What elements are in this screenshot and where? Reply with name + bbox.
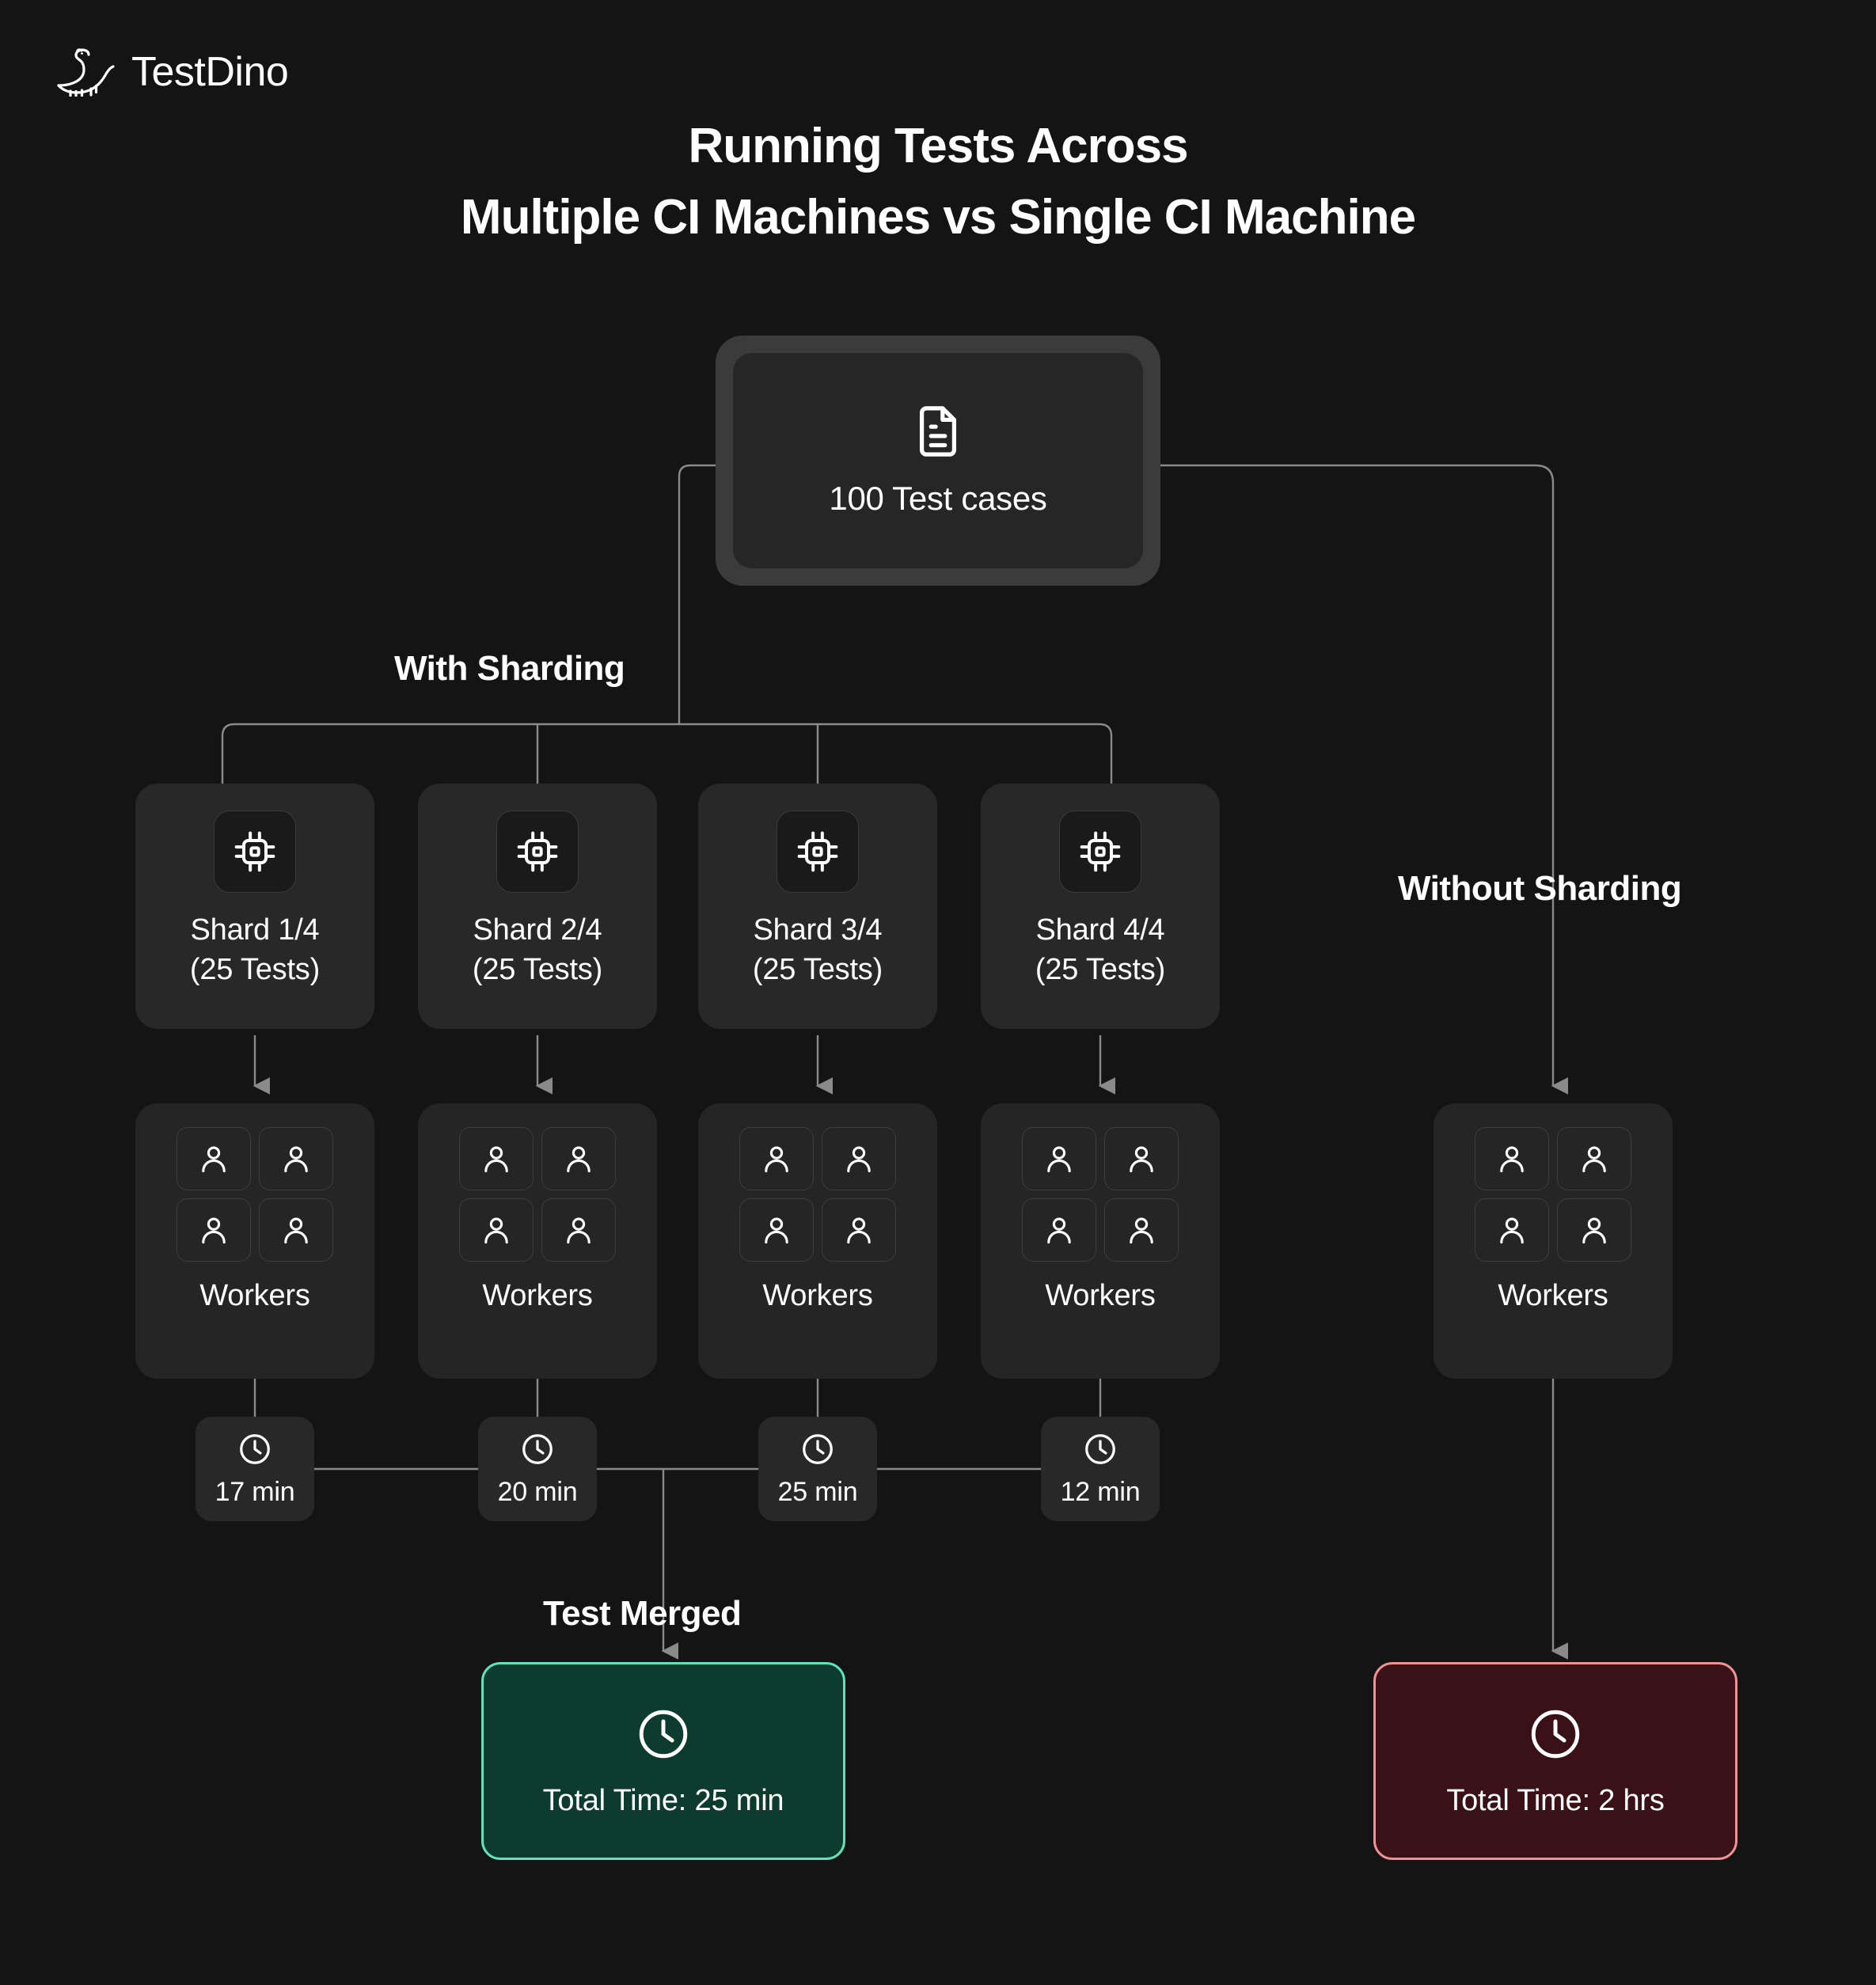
person-icon <box>1104 1198 1179 1262</box>
person-icon <box>1557 1198 1631 1262</box>
workers-box-4[interactable]: Workers <box>981 1103 1220 1379</box>
workers-box-1[interactable]: Workers <box>135 1103 374 1379</box>
label-without-sharding: Without Sharding <box>1398 869 1682 908</box>
person-icon <box>822 1198 896 1262</box>
workers-label: Workers <box>762 1279 873 1312</box>
label-test-merged: Test Merged <box>543 1594 742 1633</box>
shard-card-1[interactable]: Shard 1/4 (25 Tests) <box>135 784 374 1029</box>
time-chip-4[interactable]: 12 min <box>1041 1417 1160 1521</box>
root-node-label: 100 Test cases <box>829 480 1047 517</box>
shard-name: Shard 1/4 <box>190 913 320 947</box>
person-icon <box>739 1198 814 1262</box>
person-icon <box>1022 1127 1096 1190</box>
shard-card-4[interactable]: Shard 4/4 (25 Tests) <box>981 784 1220 1029</box>
shard-tests: (25 Tests) <box>189 953 321 987</box>
person-icon <box>459 1198 534 1262</box>
workers-label: Workers <box>1045 1279 1156 1312</box>
cpu-chip-icon <box>214 810 296 893</box>
person-icon <box>1475 1198 1549 1262</box>
time-chip-label: 25 min <box>777 1476 858 1507</box>
person-icon <box>459 1127 534 1190</box>
title-line-1: Running Tests Across <box>688 119 1188 173</box>
time-chip-1[interactable]: 17 min <box>196 1417 314 1521</box>
time-chip-2[interactable]: 20 min <box>478 1417 597 1521</box>
shard-name: Shard 3/4 <box>753 913 883 947</box>
workers-box-5[interactable]: Workers <box>1434 1103 1673 1379</box>
shard-tests: (25 Tests) <box>752 953 883 987</box>
person-icon <box>259 1127 333 1190</box>
result-label: Total Time: 2 hrs <box>1446 1783 1665 1817</box>
person-icon <box>822 1127 896 1190</box>
time-chip-label: 12 min <box>1060 1476 1141 1507</box>
root-node-test-cases[interactable]: 100 Test cases <box>716 336 1160 586</box>
clock-icon <box>1526 1705 1585 1763</box>
page-title: Running Tests Across Multiple CI Machine… <box>0 111 1876 253</box>
workers-box-3[interactable]: Workers <box>698 1103 937 1379</box>
document-icon <box>910 404 966 459</box>
person-icon <box>1104 1127 1179 1190</box>
brand-logo: TestDino <box>57 47 289 97</box>
time-chip-label: 17 min <box>215 1476 295 1507</box>
shard-tests: (25 Tests) <box>1035 953 1166 987</box>
person-icon <box>177 1198 251 1262</box>
person-icon <box>1475 1127 1549 1190</box>
person-icon <box>541 1198 616 1262</box>
person-icon <box>1557 1127 1631 1190</box>
shard-name: Shard 2/4 <box>473 913 602 947</box>
brand-name: TestDino <box>131 49 289 95</box>
dinosaur-icon <box>57 47 117 97</box>
person-icon <box>1022 1198 1096 1262</box>
clock-icon <box>1082 1431 1118 1467</box>
shard-tests: (25 Tests) <box>472 953 603 987</box>
cpu-chip-icon <box>777 810 859 893</box>
time-chip-3[interactable]: 25 min <box>758 1417 877 1521</box>
clock-icon <box>237 1431 273 1467</box>
shard-name: Shard 4/4 <box>1035 913 1165 947</box>
workers-label: Workers <box>1498 1279 1608 1312</box>
result-card-sharded[interactable]: Total Time: 25 min <box>481 1662 845 1860</box>
workers-label: Workers <box>199 1279 310 1312</box>
time-chip-label: 20 min <box>497 1476 578 1507</box>
clock-icon <box>799 1431 836 1467</box>
title-line-2: Multiple CI Machines vs Single CI Machin… <box>460 189 1416 245</box>
person-icon <box>541 1127 616 1190</box>
label-with-sharding: With Sharding <box>394 649 625 688</box>
shard-card-3[interactable]: Shard 3/4 (25 Tests) <box>698 784 937 1029</box>
workers-box-2[interactable]: Workers <box>418 1103 657 1379</box>
cpu-chip-icon <box>496 810 579 893</box>
result-label: Total Time: 25 min <box>542 1783 784 1817</box>
shard-card-2[interactable]: Shard 2/4 (25 Tests) <box>418 784 657 1029</box>
workers-label: Workers <box>482 1279 593 1312</box>
cpu-chip-icon <box>1059 810 1141 893</box>
person-icon <box>739 1127 814 1190</box>
clock-icon <box>634 1705 693 1763</box>
person-icon <box>259 1198 333 1262</box>
result-card-single[interactable]: Total Time: 2 hrs <box>1373 1662 1737 1860</box>
person-icon <box>177 1127 251 1190</box>
clock-icon <box>519 1431 556 1467</box>
